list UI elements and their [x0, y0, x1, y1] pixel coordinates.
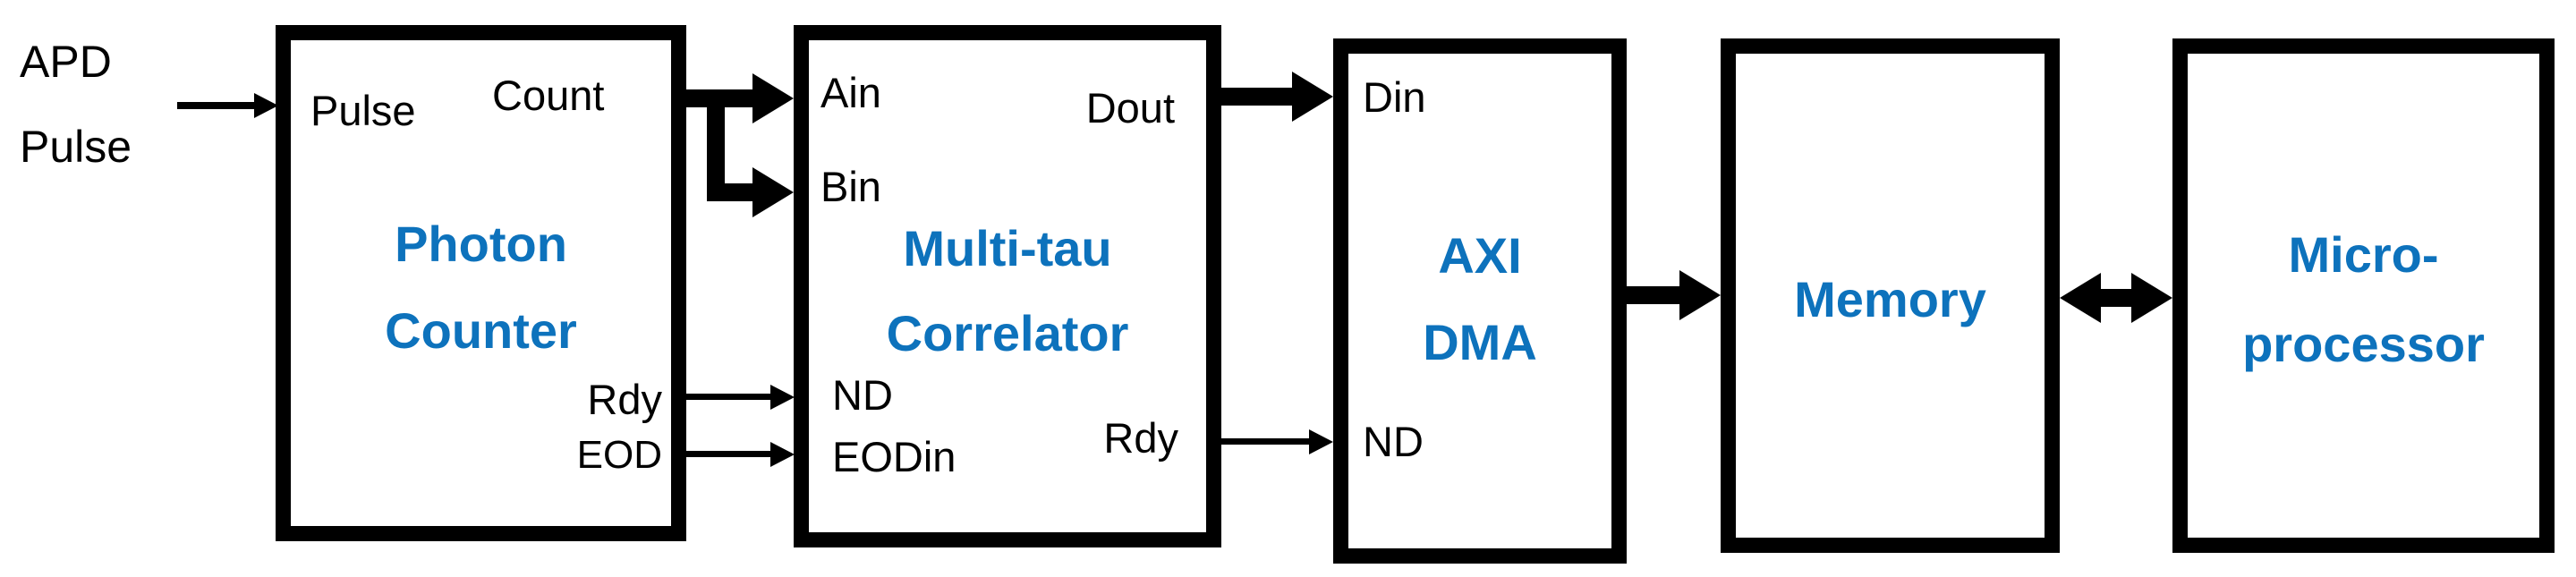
port-ain: Ain	[820, 69, 881, 116]
dout-to-din-arrowhead-icon	[1292, 72, 1333, 122]
apd-to-pulse-arrow-line	[177, 102, 256, 109]
memory-block: Memory	[1721, 38, 2060, 553]
microprocessor-block: Micro- processor	[2172, 38, 2555, 553]
photon-counter-title-line2: Counter	[385, 302, 577, 359]
axi-dma-title-line1: AXI	[1438, 227, 1522, 284]
port-rdy-out: Rdy	[587, 376, 662, 423]
correlator-title-line1: Multi-tau	[903, 220, 1112, 276]
axi-dma-title-line2: DMA	[1423, 314, 1537, 370]
port-nd-dma: ND	[1363, 418, 1424, 465]
source-label-line2: Pulse	[20, 122, 132, 172]
port-dout: Dout	[1085, 84, 1175, 132]
memory-mpu-line	[2099, 289, 2133, 307]
memory-mpu-right-arrowhead-icon	[2131, 273, 2172, 323]
memory-title: Memory	[1794, 271, 1986, 327]
eod-to-eodin-arrowhead-icon	[770, 442, 795, 467]
dma-to-memory-arrowhead-icon	[1679, 270, 1721, 320]
memory-mpu-left-arrowhead-icon	[2060, 273, 2101, 323]
rdy-to-nd-arrowhead-icon	[770, 385, 795, 410]
count-branch-line	[707, 89, 725, 201]
axi-dma-block: Din AXI DMA ND	[1333, 38, 1627, 564]
photon-counter-block: Pulse Count Photon Counter Rdy EOD	[276, 25, 686, 541]
count-to-bin-arrowhead-icon	[752, 167, 794, 217]
port-din: Din	[1363, 73, 1426, 121]
count-to-ain-arrowhead-icon	[752, 73, 794, 123]
corr-rdy-to-nd-line	[1221, 438, 1312, 445]
port-nd-in: ND	[832, 371, 893, 419]
microprocessor-title-line2: processor	[2242, 316, 2485, 372]
port-eod-out: EOD	[576, 433, 662, 477]
port-bin: Bin	[820, 163, 881, 210]
port-count: Count	[492, 72, 605, 119]
correlator-block: Ain Bin Dout Multi-tau Correlator ND EOD…	[794, 25, 1221, 547]
dma-to-memory-line	[1627, 286, 1681, 304]
rdy-to-nd-line	[684, 394, 773, 400]
dout-to-din-line	[1221, 88, 1294, 106]
eod-to-eodin-line	[684, 451, 773, 457]
port-rdy-out-correlator: Rdy	[1103, 414, 1178, 462]
photon-counter-title-line1: Photon	[395, 216, 567, 272]
port-pulse: Pulse	[310, 87, 416, 134]
port-eodin: EODin	[832, 433, 956, 480]
correlator-title-line2: Correlator	[886, 305, 1129, 361]
microprocessor-title-line1: Micro-	[2288, 226, 2439, 283]
apd-to-pulse-arrowhead-icon	[254, 93, 278, 118]
source-label-line1: APD	[20, 37, 112, 87]
count-to-bin-line	[707, 183, 754, 201]
corr-rdy-to-nd-arrowhead-icon	[1309, 429, 1333, 454]
